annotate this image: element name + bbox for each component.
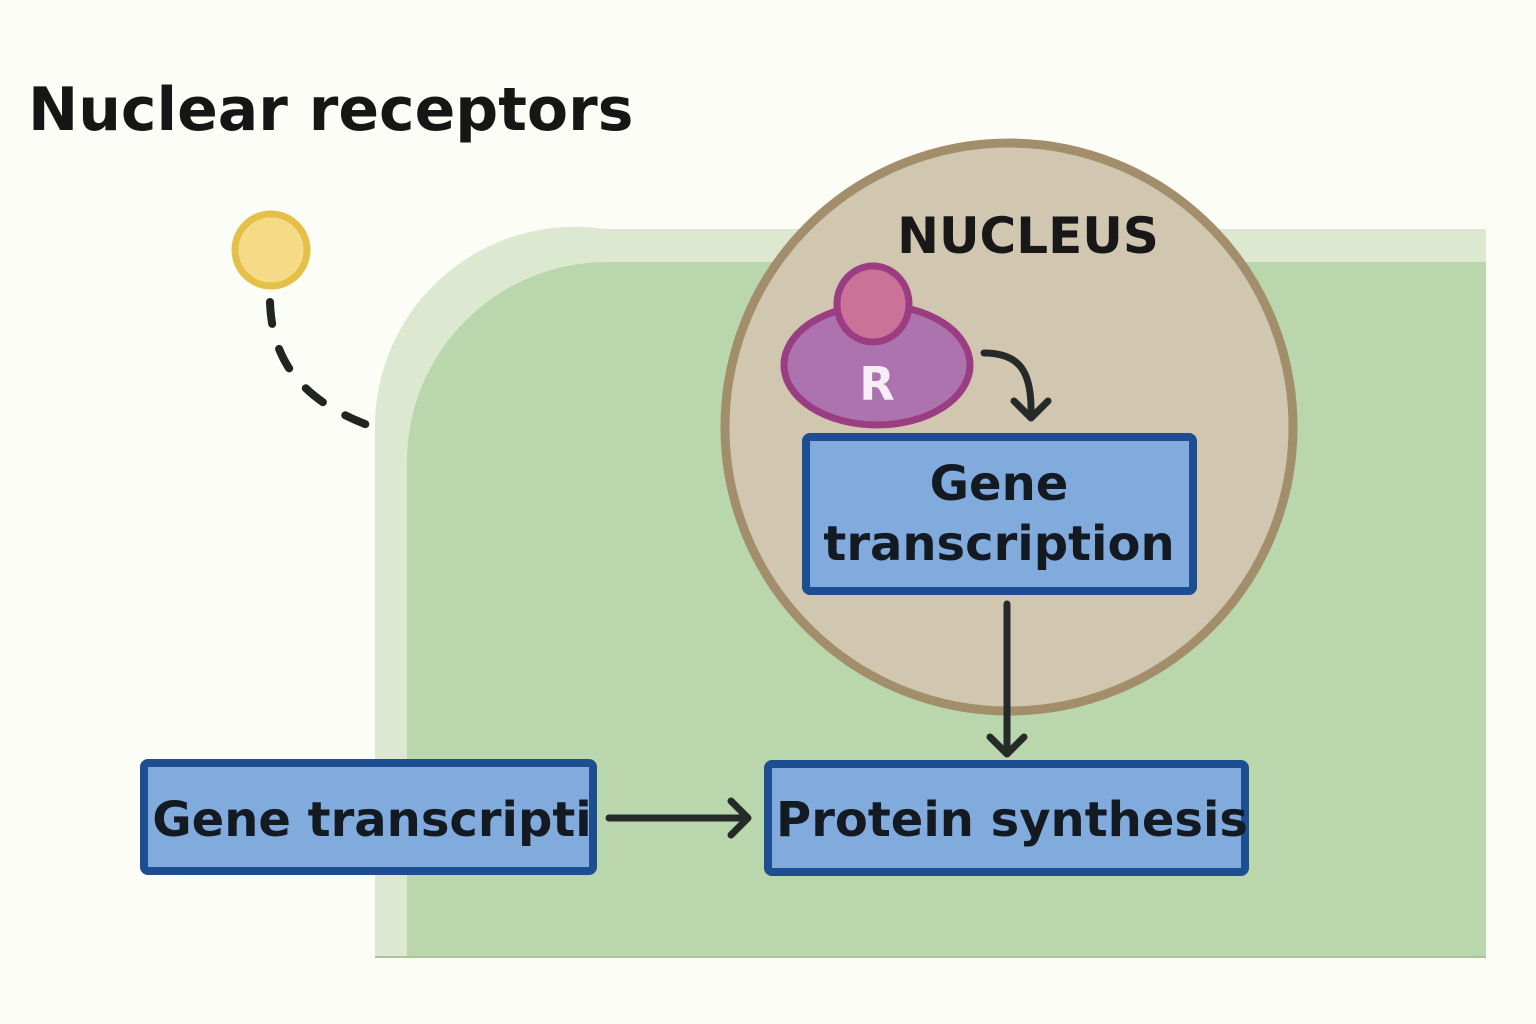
- gene-transcription-nucleus-box: Gene transcription: [802, 433, 1197, 595]
- gene-transcription-line2: transcription: [823, 516, 1174, 572]
- transcription-to-protein-horizontal-arrow: [605, 797, 752, 839]
- gene-transcription-line1: Gene: [930, 456, 1069, 512]
- protein-synthesis-box: Protein synthesis: [764, 760, 1249, 876]
- curved-arrow-head-icon: [1010, 397, 1052, 422]
- ligand-entry-path: [266, 298, 392, 436]
- receptor-to-transcription-arrow: [980, 349, 1052, 422]
- gene-transcription-cytoplasm-rect: [140, 759, 597, 875]
- horizontal-arrow-head-icon: [727, 797, 752, 839]
- protein-synthesis-label: Protein synthesis: [776, 792, 1248, 848]
- gene-transcription-cytoplasm-box: Gene transcripti: [140, 759, 597, 875]
- receptor-complex: R: [780, 262, 974, 429]
- transcription-to-protein-arrow: [986, 600, 1028, 758]
- gene-transcription-nucleus-rect: [802, 433, 1197, 595]
- receptor-ligand-head: [833, 262, 913, 346]
- gene-transcription-cytoplasm-label: Gene transcripti: [152, 792, 591, 848]
- protein-synthesis-rect: [764, 760, 1249, 876]
- ligand-icon: [231, 210, 311, 290]
- receptor-label: R: [859, 357, 894, 411]
- diagram-title: Nuclear receptors: [28, 75, 633, 145]
- ligand: [231, 210, 311, 290]
- curved-arrow-shaft: [980, 349, 1035, 418]
- vertical-arrow-head-icon: [986, 733, 1028, 758]
- nucleus-label: NUCLEUS: [897, 207, 1159, 265]
